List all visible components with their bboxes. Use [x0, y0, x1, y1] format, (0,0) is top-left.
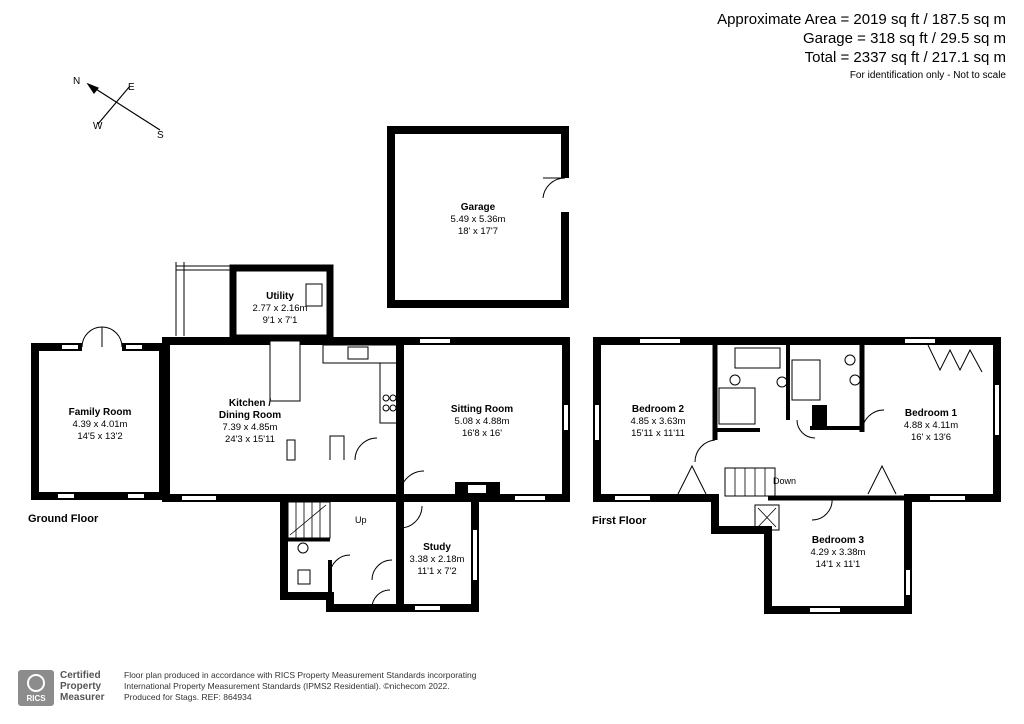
bed3-imperial: 14'1 x 11'1	[816, 559, 861, 570]
sitting-name: Sitting Room	[451, 404, 513, 415]
kitchen-imperial: 24'3 x 15'11	[225, 434, 275, 445]
first-floor-plan: Down	[593, 337, 1001, 614]
scale-note: For identification only - Not to scale	[849, 70, 1006, 81]
cert-line-3: Measurer	[60, 692, 105, 703]
compass-n: N	[73, 76, 80, 87]
ground-floor-plan: Up	[31, 262, 570, 612]
family-name: Family Room	[69, 407, 132, 418]
compass-icon: N E S W	[73, 76, 164, 141]
garage-metric: 5.49 x 5.36m	[451, 214, 506, 225]
kitchen-metric: 7.39 x 4.85m	[223, 422, 278, 433]
kitchen-name-1: Kitchen /	[229, 398, 271, 409]
utility-imperial: 9'1 x 7'1	[263, 315, 298, 326]
production-line-2: International Property Measurement Stand…	[124, 681, 450, 691]
compass-e: E	[128, 82, 135, 93]
stairs-down-label: Down	[773, 476, 796, 486]
footer: RICS Certified Property Measurer Floor p…	[0, 662, 1024, 724]
rics-logo-icon: RICS	[18, 670, 54, 706]
total-area: Total = 2337 sq ft / 217.1 sq m	[804, 49, 1006, 66]
garage-area: Garage = 318 sq ft / 29.5 sq m	[802, 30, 1006, 47]
room-labels: Garage 5.49 x 5.36m 18' x 17'7 Utility 2…	[69, 202, 959, 577]
family-metric: 4.39 x 4.01m	[73, 419, 128, 430]
bed1-name: Bedroom 1	[905, 408, 958, 419]
rics-badge-text: RICS	[26, 694, 46, 703]
family-imperial: 14'5 x 13'2	[77, 431, 122, 442]
bed3-name: Bedroom 3	[812, 535, 865, 546]
first-floor-label: First Floor	[592, 515, 647, 527]
study-name: Study	[423, 542, 451, 553]
production-line-3: Produced for Stags. REF: 864934	[124, 692, 252, 702]
bed2-metric: 4.85 x 3.63m	[631, 416, 686, 427]
garage-plan	[387, 126, 571, 308]
garage-imperial: 18' x 17'7	[458, 226, 498, 237]
certified-measurer: Certified Property Measurer	[60, 670, 104, 703]
production-note: Floor plan produced in accordance with R…	[124, 670, 476, 703]
sitting-metric: 5.08 x 4.88m	[455, 416, 510, 427]
cert-line-2: Property	[60, 681, 102, 692]
study-imperial: 11'1 x 7'2	[417, 566, 456, 577]
bed1-metric: 4.88 x 4.11m	[904, 420, 958, 431]
utility-name: Utility	[266, 291, 294, 302]
floor-plan: N E S W	[28, 76, 1001, 614]
bed2-imperial: 15'11 x 11'11	[631, 428, 685, 439]
study-metric: 3.38 x 2.18m	[410, 554, 465, 565]
compass-w: W	[93, 121, 103, 132]
production-line-1: Floor plan produced in accordance with R…	[124, 670, 477, 680]
ground-floor-label: Ground Floor	[28, 513, 99, 525]
stairs-up-label: Up	[355, 515, 367, 525]
bed3-metric: 4.29 x 3.38m	[811, 547, 866, 558]
utility-metric: 2.77 x 2.16m	[253, 303, 308, 314]
garage-name: Garage	[461, 202, 496, 213]
compass-s: S	[157, 130, 164, 141]
cert-line-1: Certified	[60, 670, 101, 681]
sitting-imperial: 16'8 x 16'	[462, 428, 502, 439]
approx-area: Approximate Area = 2019 sq ft / 187.5 sq…	[717, 11, 1006, 28]
area-summary: Approximate Area = 2019 sq ft / 187.5 sq…	[717, 10, 1006, 83]
bed1-imperial: 16' x 13'6	[911, 432, 951, 443]
kitchen-name-2: Dining Room	[219, 410, 281, 421]
bed2-name: Bedroom 2	[632, 404, 685, 415]
